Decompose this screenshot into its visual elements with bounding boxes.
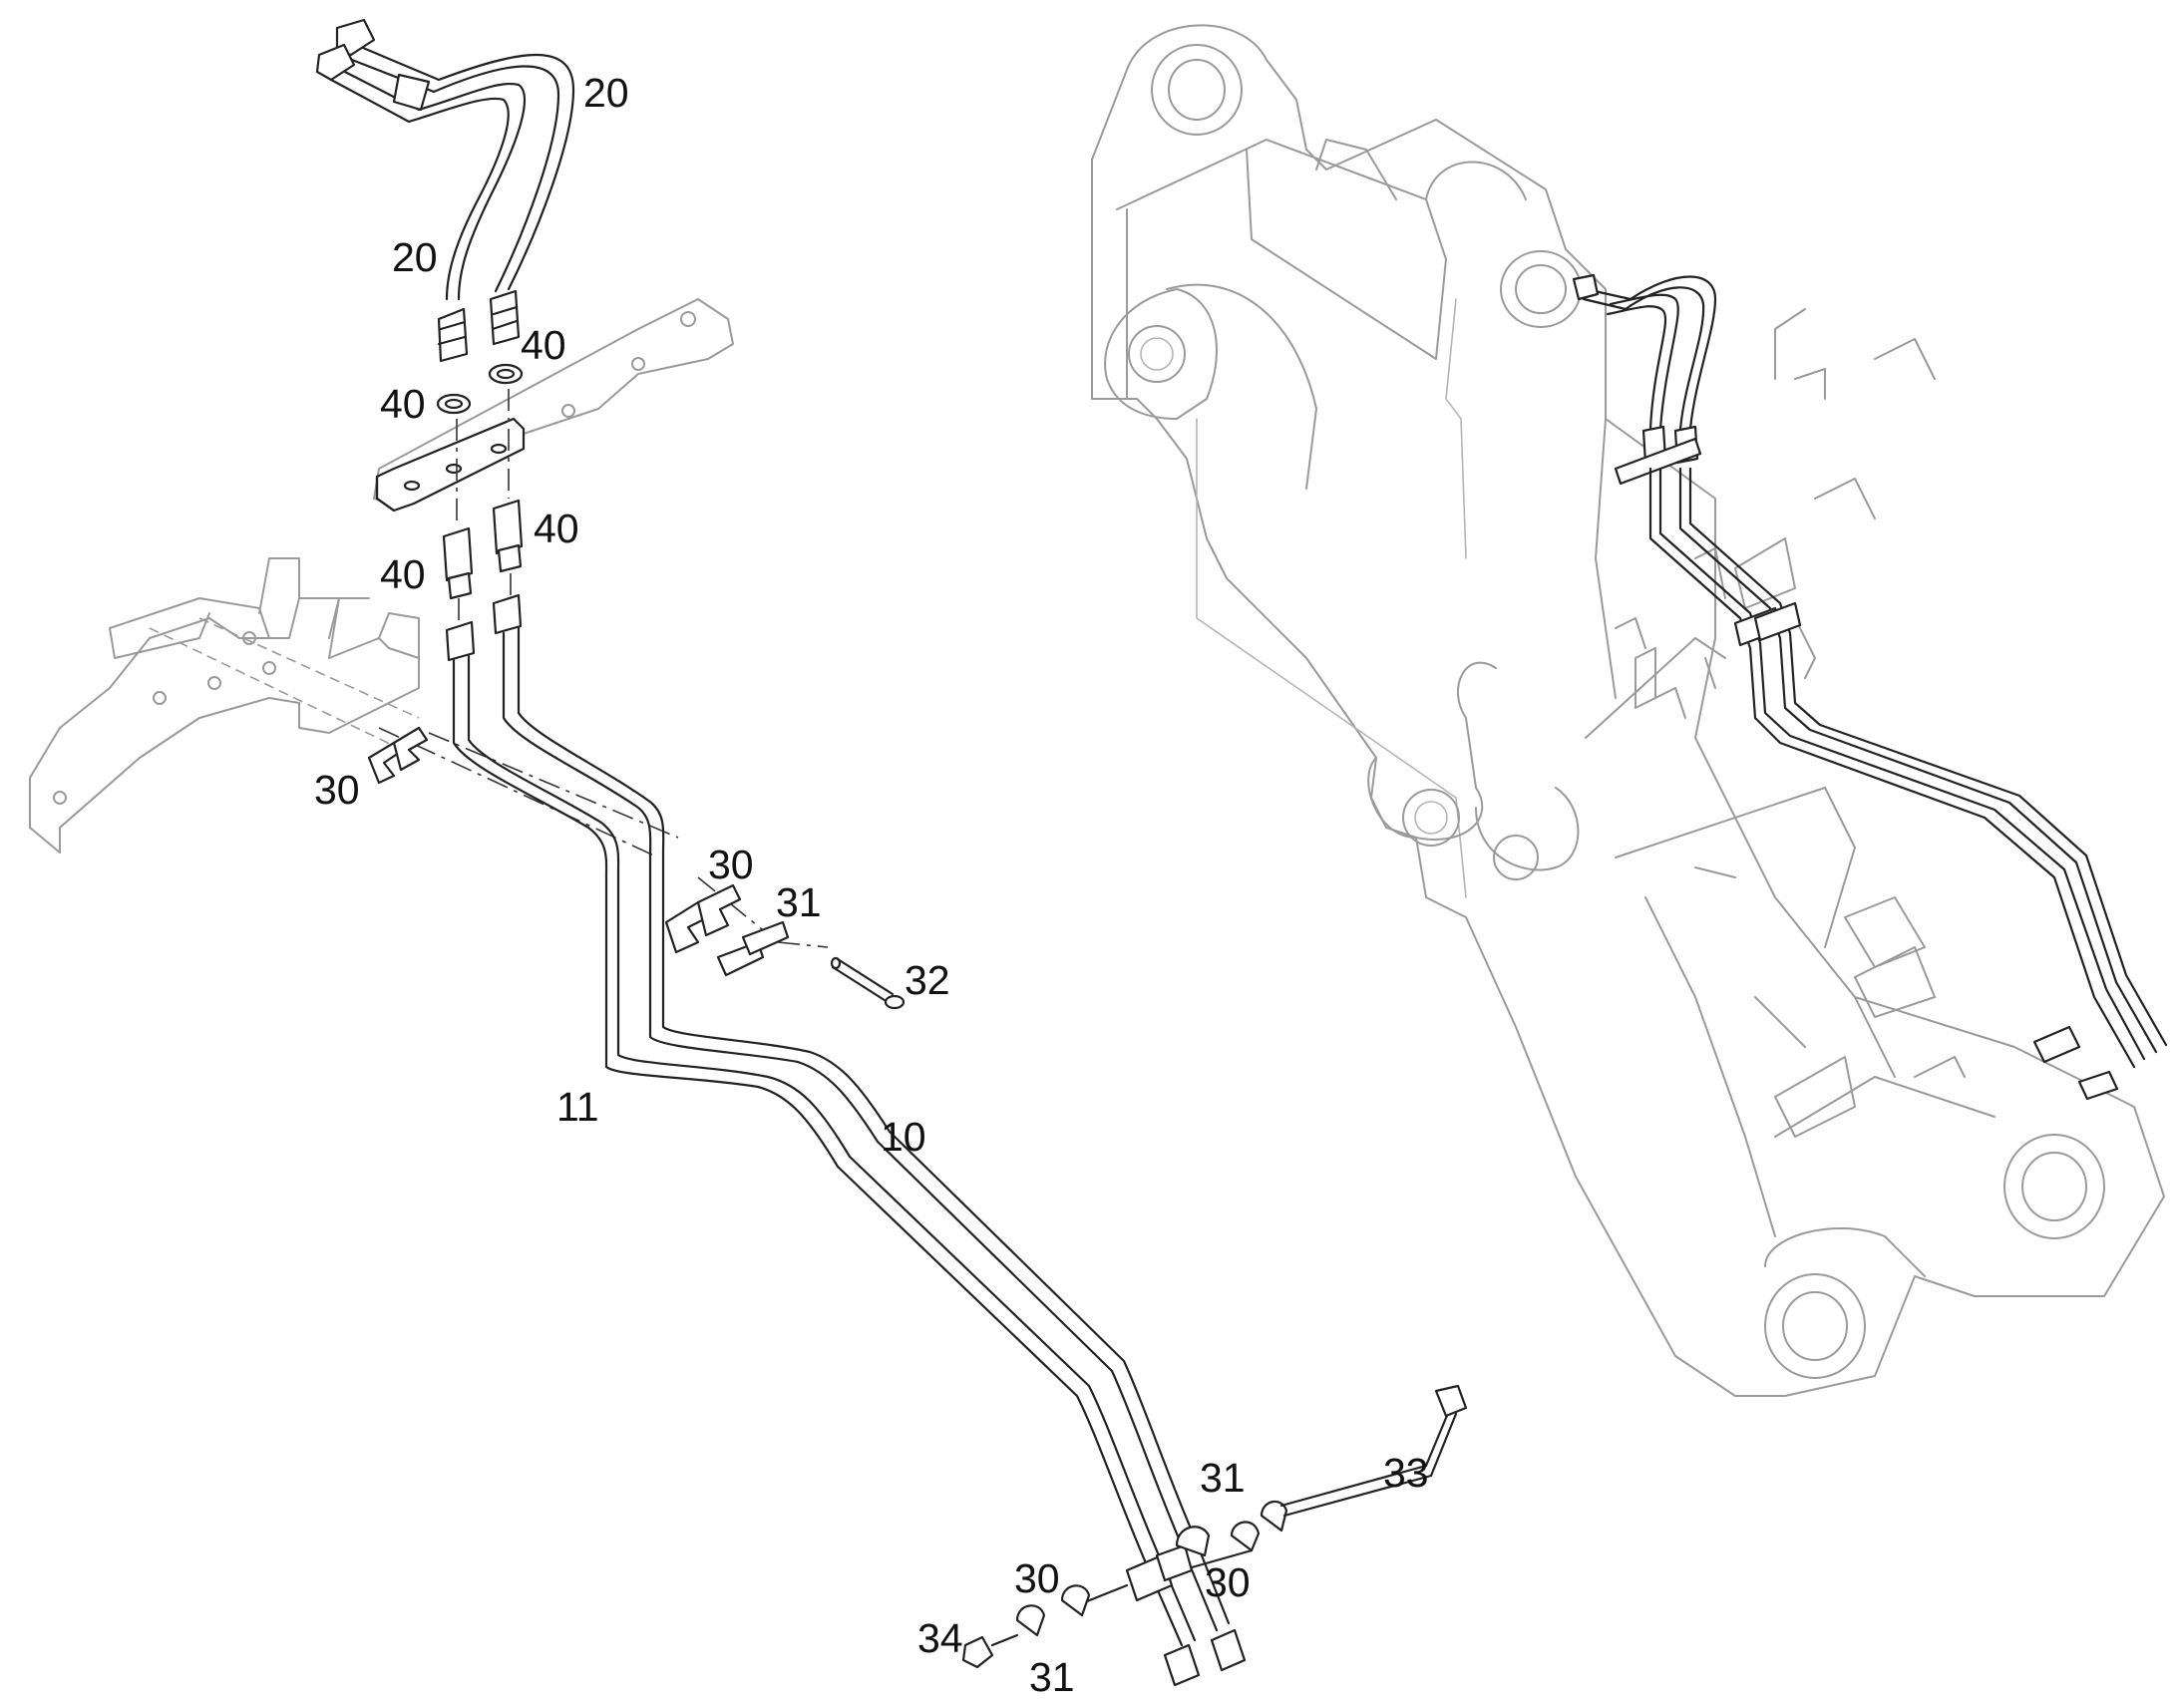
pipe-pair-10-11: [445, 593, 1247, 1687]
boom-assembly-ghost: [1091, 24, 2165, 1397]
callout-40-lower-right: 40: [534, 506, 579, 551]
lower-clamps: [961, 1384, 1468, 1669]
callout-11: 11: [556, 1084, 599, 1130]
adapters-40: [442, 499, 524, 600]
callout-34: 34: [917, 1615, 963, 1661]
callout-30-lower-right: 30: [1205, 1559, 1251, 1605]
installed-hoses: [1572, 273, 2168, 1101]
callout-40-lower-left: 40: [380, 551, 426, 597]
callout-30-left: 30: [314, 767, 360, 813]
callout-32: 32: [905, 957, 950, 1003]
mounting-bracket-ghost: [29, 557, 420, 854]
callout-33: 33: [1383, 1450, 1429, 1496]
callout-40-upper-left: 40: [380, 381, 426, 427]
hose-pair-20: [315, 18, 575, 363]
mounting-plate: [375, 417, 526, 512]
callout-10: 10: [881, 1114, 926, 1160]
callout-20-lower: 20: [392, 234, 438, 280]
callout-40-upper-right: 40: [521, 322, 566, 368]
upper-clamps: [367, 726, 906, 1010]
callout-31-lower-right: 31: [1200, 1455, 1246, 1501]
callout-20-upper: 20: [583, 70, 629, 116]
callout-30-lower-left: 30: [1014, 1555, 1060, 1601]
callout-30-upper-center: 30: [708, 842, 754, 887]
callout-31-upper: 31: [776, 879, 822, 925]
callout-31-lower-left: 31: [1029, 1654, 1075, 1700]
nuts-40: [436, 363, 524, 415]
